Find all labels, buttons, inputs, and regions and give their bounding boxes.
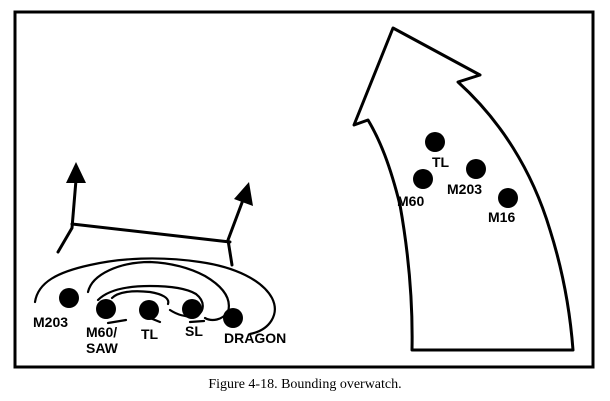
- bounding-m203-position: [466, 159, 486, 179]
- bounding-tl-position: [425, 132, 445, 152]
- tl-label: TL: [141, 326, 159, 342]
- right-sector-arrow: [226, 198, 245, 267]
- bounding-element: TL M203 M60 M16: [352, 26, 575, 352]
- terrain-contour-outer: [33, 257, 276, 336]
- overwatch-limit-line: [70, 222, 232, 244]
- figure-caption: Figure 4-18. Bounding overwatch.: [208, 377, 401, 392]
- m60-saw-position: [96, 299, 116, 319]
- left-sector-arrow: [56, 178, 78, 254]
- figure-frame: [13, 10, 595, 369]
- movement-arrow: [352, 26, 575, 352]
- bounding-m16-position: [498, 188, 518, 208]
- dragon-position: [223, 308, 243, 328]
- left-arrowhead: [66, 162, 86, 183]
- m203-label: M203: [33, 314, 68, 330]
- sl-position: [182, 299, 202, 319]
- m60-saw-label-line1: M60/: [86, 324, 117, 340]
- bounding-m203-label: M203: [447, 181, 482, 197]
- right-arrowhead: [234, 182, 253, 206]
- dragon-label: DRAGON: [224, 330, 286, 346]
- bounding-m60-label: M60: [397, 193, 424, 209]
- m60-saw-label-line2: SAW: [86, 340, 119, 356]
- bounding-m60-position: [413, 169, 433, 189]
- bounding-m16-label: M16: [488, 209, 515, 225]
- bounding-tl-label: TL: [432, 154, 450, 170]
- terrain-contour-hilltop: [110, 290, 170, 306]
- overwatch-element: M203 M60/ SAW TL SL DRAGON: [33, 162, 286, 356]
- terrain-contour-middle: [86, 260, 230, 322]
- sl-label: SL: [185, 323, 203, 339]
- tl-position: [139, 300, 159, 320]
- m203-position: [59, 288, 79, 308]
